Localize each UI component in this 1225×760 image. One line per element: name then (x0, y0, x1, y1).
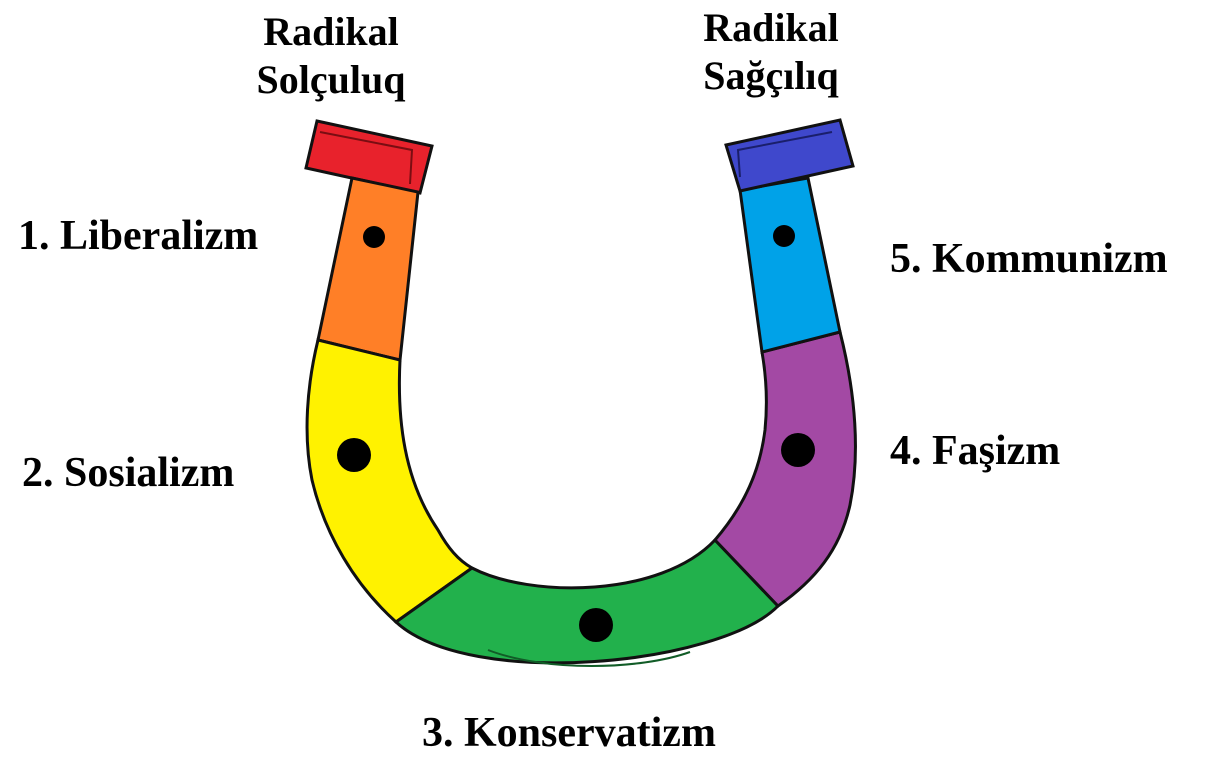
socialism-label: 2. Sosializm (22, 450, 235, 496)
nail-communism (773, 225, 795, 247)
radical-right-line1: Radikal (703, 5, 839, 50)
liberalism-label: 1. Liberalizm (18, 213, 259, 259)
nail-liberalism (363, 226, 385, 248)
fascism-label: 4. Faşizm (890, 428, 1061, 474)
radical-left-cap (304, 119, 434, 195)
communism-label: 5. Kommunizm (890, 236, 1168, 282)
conservatism-label: 3. Konservatizm (422, 710, 716, 756)
liberalism-segment (316, 176, 420, 362)
communism-segment (738, 176, 842, 354)
radical-right-cap (724, 118, 855, 193)
radical-right-label: Radikal Sağçılıq (686, 4, 856, 100)
nail-fascism (781, 433, 815, 467)
nail-conservatism (579, 608, 613, 642)
socialism-segment (305, 338, 475, 624)
conservatism-groove (487, 649, 691, 667)
radical-left-line2: Solçuluq (256, 57, 406, 102)
radical-left-label: Radikal Solçuluq (236, 8, 426, 104)
nail-socialism (337, 438, 371, 472)
radical-right-line2: Sağçılıq (703, 53, 839, 98)
fascism-segment (712, 330, 857, 608)
radical-left-line1: Radikal (263, 9, 399, 54)
